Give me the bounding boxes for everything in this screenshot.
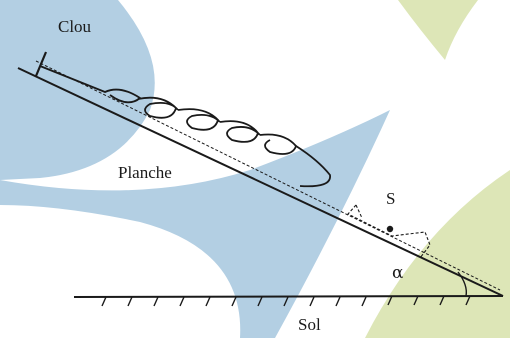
nail (34, 51, 48, 77)
angle-arc (457, 271, 468, 297)
center-of-mass-dot (386, 225, 394, 233)
board-bottom-edge (17, 67, 504, 297)
green-top-shape (398, 0, 478, 60)
ground-line (73, 295, 504, 298)
ground-hatching (101, 295, 471, 307)
blue-circle-shape (0, 0, 155, 180)
angle-label: α (392, 263, 404, 283)
ground-label: Sol (298, 315, 321, 334)
blue-swoosh-shape (0, 110, 390, 338)
block-s (347, 204, 431, 259)
board (17, 60, 504, 297)
board-top-edge (35, 60, 501, 291)
spring-coil (39, 65, 331, 188)
nail-label: Clou (58, 17, 92, 36)
board-label: Planche (118, 163, 172, 182)
object-label: S (386, 189, 395, 208)
